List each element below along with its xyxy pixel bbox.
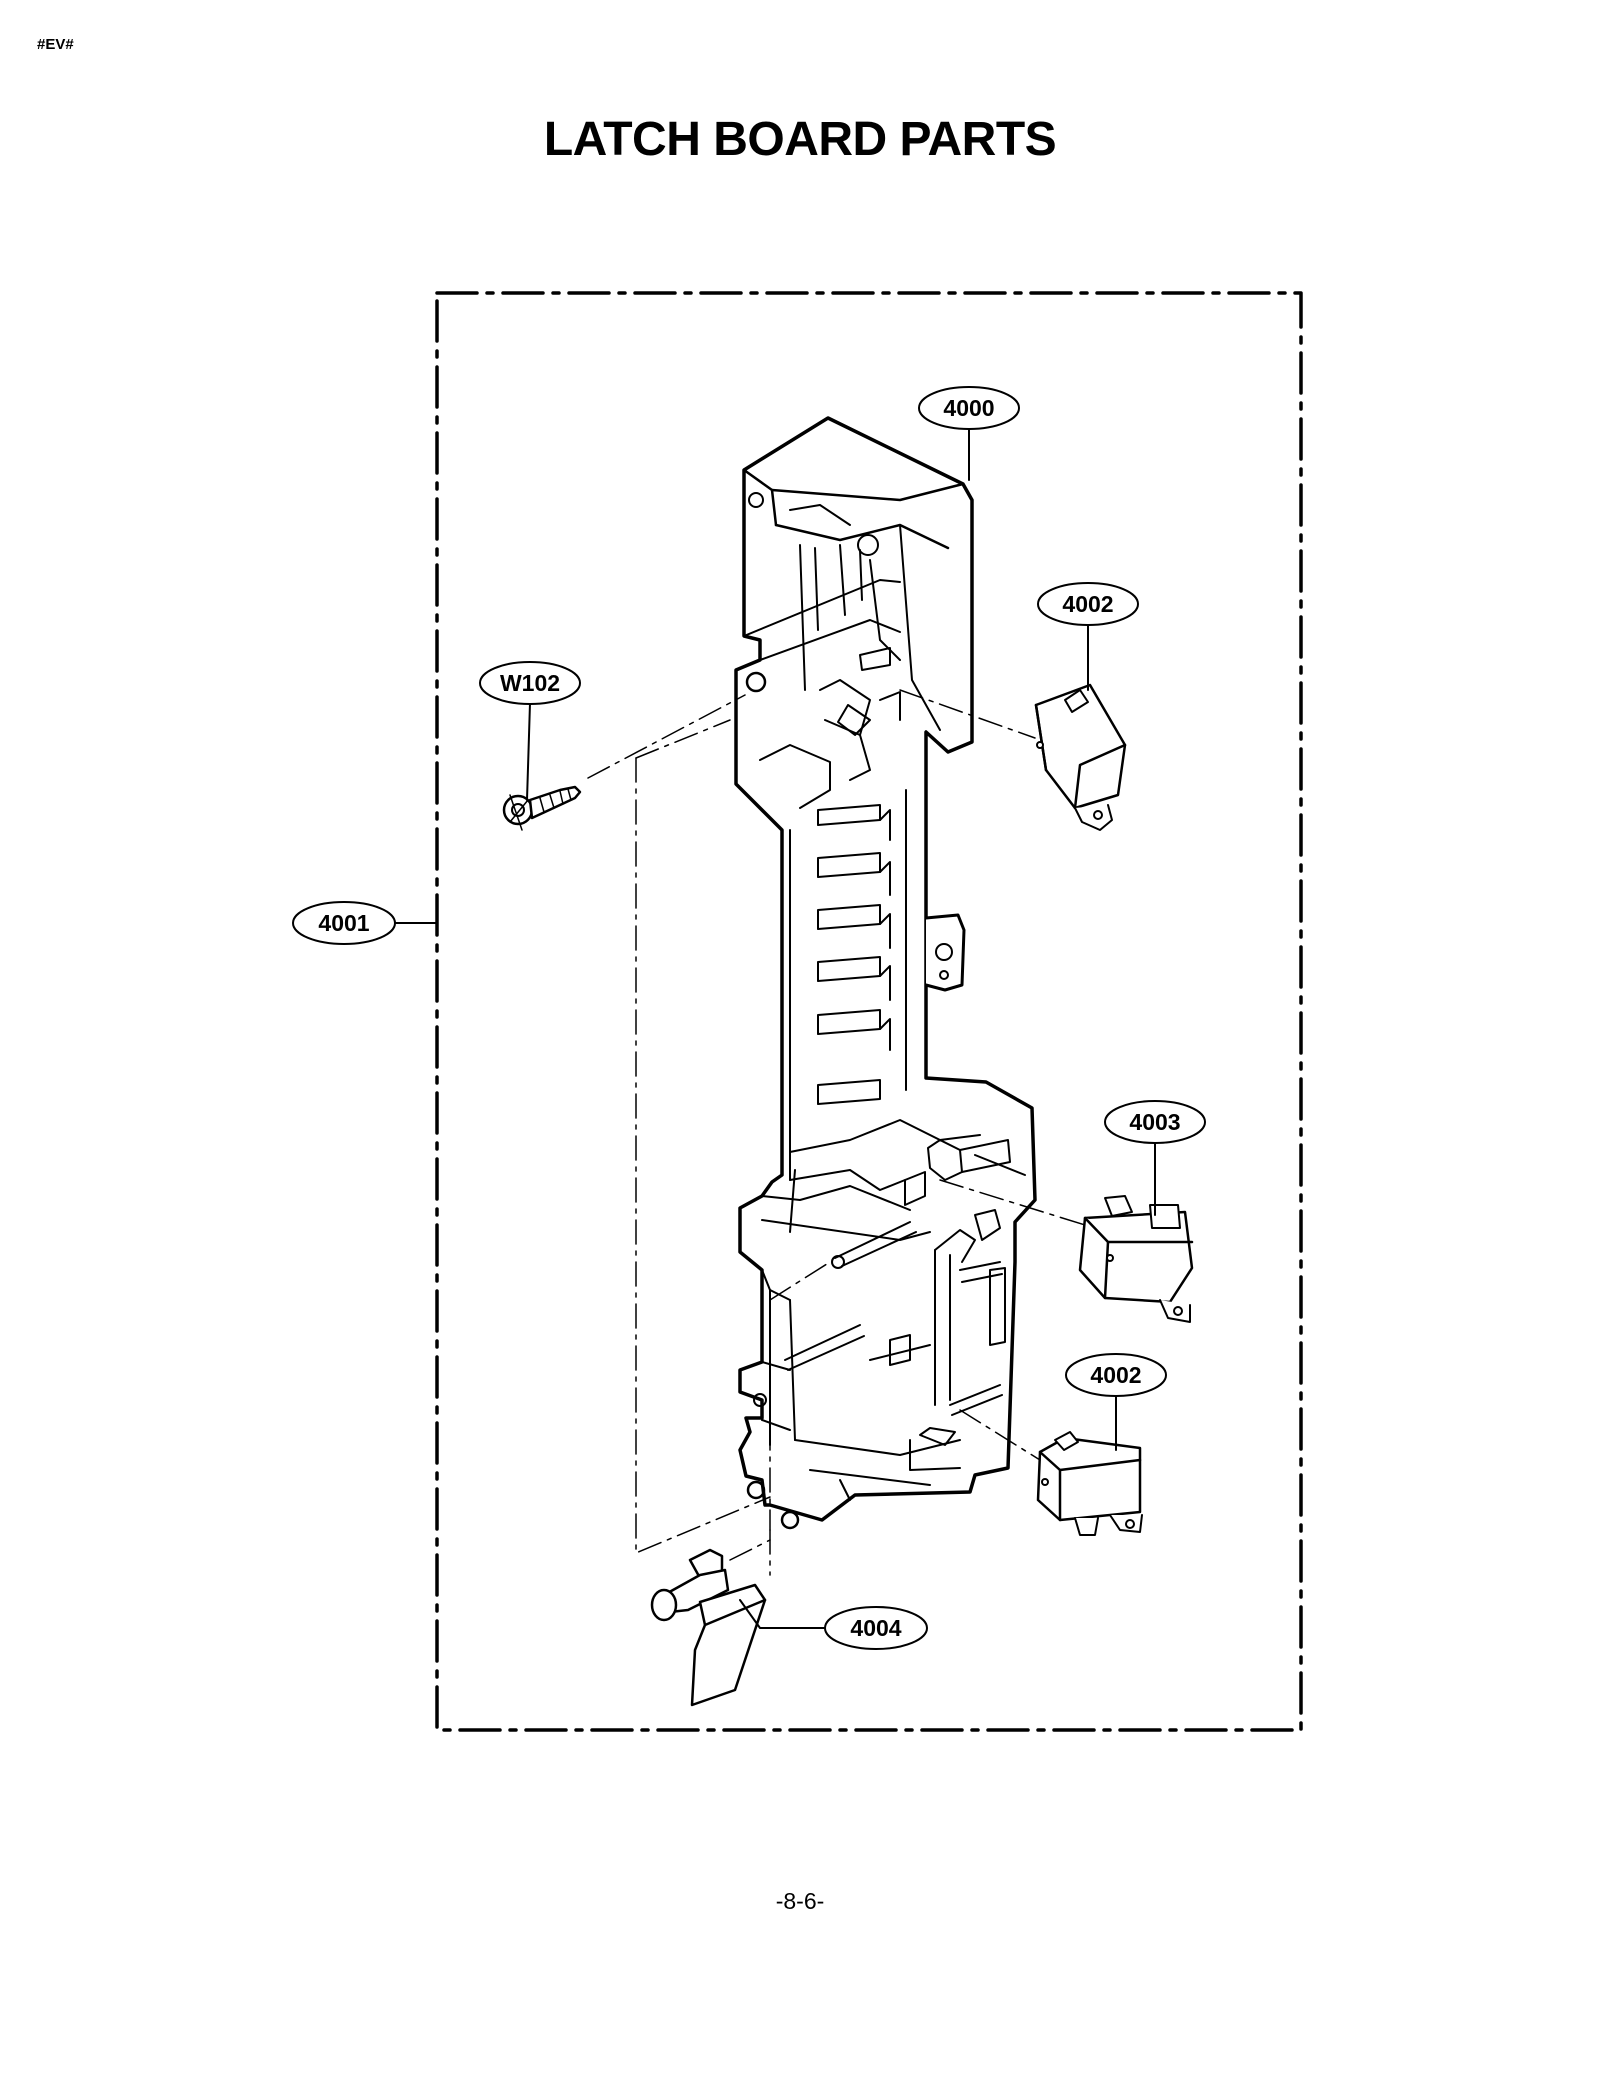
svg-text:4003: 4003 xyxy=(1129,1109,1180,1135)
micro-switch-4002-bottom xyxy=(1036,1431,1143,1536)
callout-4003: 4003 xyxy=(1104,1100,1206,1144)
lever-4004 xyxy=(650,1548,767,1707)
callout-w102: W102 xyxy=(479,661,581,705)
document-code: #EV# xyxy=(37,36,74,53)
svg-text:W102: W102 xyxy=(500,670,560,696)
callout-4004: 4004 xyxy=(824,1606,928,1650)
screw-w102 xyxy=(502,785,582,831)
svg-text:4002: 4002 xyxy=(1090,1362,1141,1388)
callout-4002-bottom: 4002 xyxy=(1065,1353,1167,1397)
callout-4002-top: 4002 xyxy=(1037,582,1139,626)
svg-text:4004: 4004 xyxy=(850,1615,901,1641)
assembly-boundary xyxy=(435,291,1303,1732)
latch-board-body xyxy=(734,416,1037,1530)
callout-leaders xyxy=(394,428,1156,1629)
svg-text:4001: 4001 xyxy=(318,910,369,936)
assembly-guide-lines xyxy=(587,689,1086,1576)
micro-switch-4002-top xyxy=(1034,683,1127,831)
micro-switch-4003 xyxy=(1078,1195,1194,1323)
svg-text:4002: 4002 xyxy=(1062,591,1113,617)
page-title: LATCH BOARD PARTS xyxy=(543,113,1057,166)
callout-4000: 4000 xyxy=(918,386,1020,430)
svg-text:4000: 4000 xyxy=(943,395,994,421)
page-number: -8-6- xyxy=(775,1888,825,1914)
callout-4001: 4001 xyxy=(292,901,396,945)
